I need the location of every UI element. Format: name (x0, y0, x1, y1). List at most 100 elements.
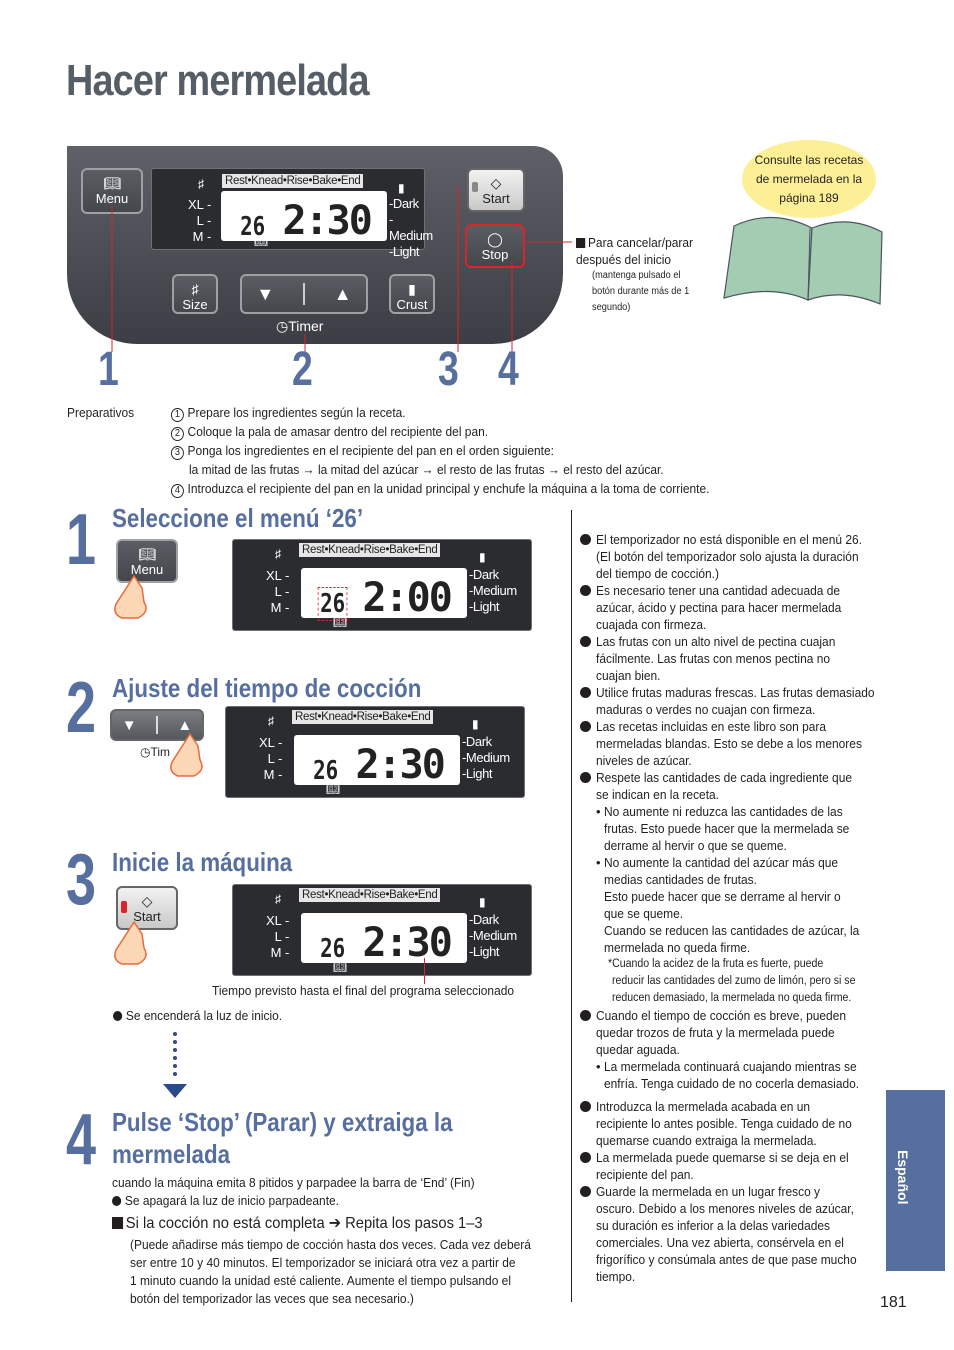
note-line: Cuando se reducen las cantidades de azúc… (604, 923, 860, 938)
prep-item: la mitad de las frutas → la mitad del az… (189, 462, 664, 477)
note-line: *Cuando la acidez de la fruta es fuerte,… (608, 958, 824, 970)
size-labels: XL -L -M - (266, 568, 290, 615)
note-line: cuajada con firmeza. (596, 617, 707, 632)
step-heading: Ajuste del tiempo de cocción (112, 673, 422, 703)
note-line: No aumente la cantidad del azúcar más qu… (604, 855, 839, 870)
crust-labels: -Dark-Medium-Light (469, 912, 517, 959)
note-item: Las recetas incluidas en este libro son … (580, 718, 880, 769)
stop-note-main: Para cancelar/parar después del inicio (576, 235, 693, 267)
note-line: que se queme. (604, 906, 684, 921)
note-item: Es necesario tener una cantidad adecuada… (580, 582, 880, 633)
crust-labels: -Dark -Medium -Light (389, 196, 433, 260)
divider (155, 716, 158, 734)
stop-note: Para cancelar/parar después del inicio (… (576, 234, 711, 316)
stop-button[interactable]: ◯ Stop (465, 224, 525, 268)
bread-size-icon: ♯ (268, 714, 274, 728)
lcd-menu-number: 26 (317, 587, 348, 621)
note-item: El temporizador no está disponible en el… (580, 531, 880, 582)
lcd-screen: 26 2:30 (301, 913, 467, 963)
divider (303, 283, 305, 305)
note-line: mermeladas blandas. Esto se debe a los m… (596, 736, 862, 751)
note-line: mermelada no queda firme. (604, 940, 751, 955)
bullet (580, 636, 591, 647)
note-item: Las frutas con un alto nivel de pectina … (580, 633, 880, 684)
crust-icon: ▮ (398, 181, 405, 195)
sub-bullet: • (596, 1059, 601, 1074)
note-line: (El botón del temporizador solo ajusta l… (596, 549, 859, 564)
crust-labels: -Dark-Medium-Light (462, 734, 510, 781)
size-button-label: Size (182, 297, 208, 312)
lcd-time: 2:30 (355, 742, 445, 788)
recipe-book-icon: 📖︎ (254, 236, 268, 248)
note-line: maduras o verdes no cuajan con firmeza. (596, 702, 816, 717)
crust-medium: -Medium (389, 212, 433, 243)
stop-button-label: Stop (481, 247, 509, 262)
note-line: quedar trozos de fruta y la mermelada pu… (596, 1025, 835, 1040)
display-step-2: ♯ Rest•Knead•Rise•Bake•End ▮ XL -L -M - … (225, 706, 525, 798)
note-line: del tiempo de cocción.) (596, 566, 719, 581)
crust-icon: ▮ (408, 281, 416, 297)
start-icon: ◇ (141, 893, 153, 909)
crust-labels: -Dark-Medium-Light (469, 567, 517, 614)
recipe-book-icon: 📖︎ (333, 962, 347, 974)
progress-bar: Rest•Knead•Rise•Bake•End (299, 888, 441, 902)
lcd-screen: 26 2:00 (301, 568, 467, 621)
menu-button-label: Menu (95, 191, 129, 206)
notes-column: El temporizador no está disponible en el… (580, 531, 880, 1285)
bullet (580, 772, 591, 783)
start-indicator-light (121, 901, 127, 913)
note-item: •No aumente ni reduzca las cantidades de… (580, 803, 880, 854)
size-labels: XL -L -M - (259, 735, 283, 782)
note-line: cuajan bien. (596, 668, 661, 683)
down-arrow-dotted (163, 1032, 187, 1098)
open-book-icon (723, 216, 883, 305)
note-line: quedar aguada. (596, 1042, 680, 1057)
page-number: 181 (880, 1294, 907, 1311)
note-line: enfría. Tenga cuidado de no cocerla dema… (604, 1076, 860, 1091)
note-line: su duración es inferior a la delas varie… (596, 1218, 831, 1233)
note-line: El temporizador no está disponible en el… (596, 532, 862, 547)
note-item: *Cuando la acidez de la fruta es fuerte,… (580, 956, 880, 1007)
up-arrow-icon: ▲ (333, 283, 352, 304)
note-line: Las recetas incluidas en este libro son … (596, 719, 827, 734)
step-number: 3 (66, 840, 97, 920)
note-line: Esto puede hacer que se derrame al hervi… (604, 889, 841, 904)
callout-number-1: 1 (98, 343, 119, 396)
crust-button[interactable]: ▮ Crust (389, 274, 435, 314)
menu-button[interactable]: 📖︎ Menu (116, 539, 178, 583)
step3-caption: Tiempo previsto hasta el final del progr… (212, 983, 515, 998)
note-line: niveles de azúcar. (596, 753, 692, 768)
stop-note-detail: (mantenga pulsado el botón durante más d… (592, 270, 690, 313)
stop-icon: ◯ (487, 231, 503, 247)
sub-bullet: • (596, 855, 601, 870)
note-line: Guarde la mermelada en un lugar fresco y (596, 1184, 821, 1199)
page-title: Hacer mermelada (66, 56, 369, 105)
step4-line2: Se apagará la luz de inicio parpadeante. (112, 1192, 529, 1210)
recipe-book-icon: 📖︎ (333, 617, 347, 629)
note-item: La mermelada puede quemarse si se deja e… (580, 1149, 880, 1183)
note-line: La mermelada puede quemarse si se deja e… (596, 1150, 849, 1165)
panel-display: ♯ Rest•Knead•Rise•Bake•End ▮ XL - L - M … (151, 168, 433, 259)
lcd-screen: 26 2:30 (294, 735, 460, 785)
timer-arrows-button[interactable]: ▼ ▲ (240, 274, 368, 314)
start-button[interactable]: ◇ Start (116, 886, 178, 930)
start-icon: ◇ (490, 175, 502, 191)
note-line: recipiente lo antes posible. Tenga cuida… (596, 1116, 852, 1131)
bullet (113, 1011, 123, 1021)
size-button[interactable]: ♯ Size (172, 274, 218, 314)
note-line: Introduzca la mermelada acabada en un (596, 1099, 811, 1114)
progress-bar: Rest•Knead•Rise•Bake•End (292, 710, 434, 724)
menu-button[interactable]: 📖︎ Menu (81, 168, 143, 214)
note-line: frigorífico y consúmala antes de que pas… (596, 1252, 857, 1267)
size-l: L - (196, 213, 212, 228)
bread-size-icon: ♯ (198, 177, 204, 191)
display-step-1: ♯ Rest•Knead•Rise•Bake•End ▮ XL -L -M - … (232, 539, 532, 631)
hand-pointer-icon (170, 732, 203, 777)
lcd-menu-number: 26 (313, 756, 339, 786)
down-arrow-icon: ▼ (121, 716, 137, 734)
step-number: 2 (66, 668, 97, 748)
sub-bullet: • (596, 804, 601, 819)
step-heading: Pulse ‘Stop’ (Parar) y extraiga la merme… (112, 1107, 453, 1169)
